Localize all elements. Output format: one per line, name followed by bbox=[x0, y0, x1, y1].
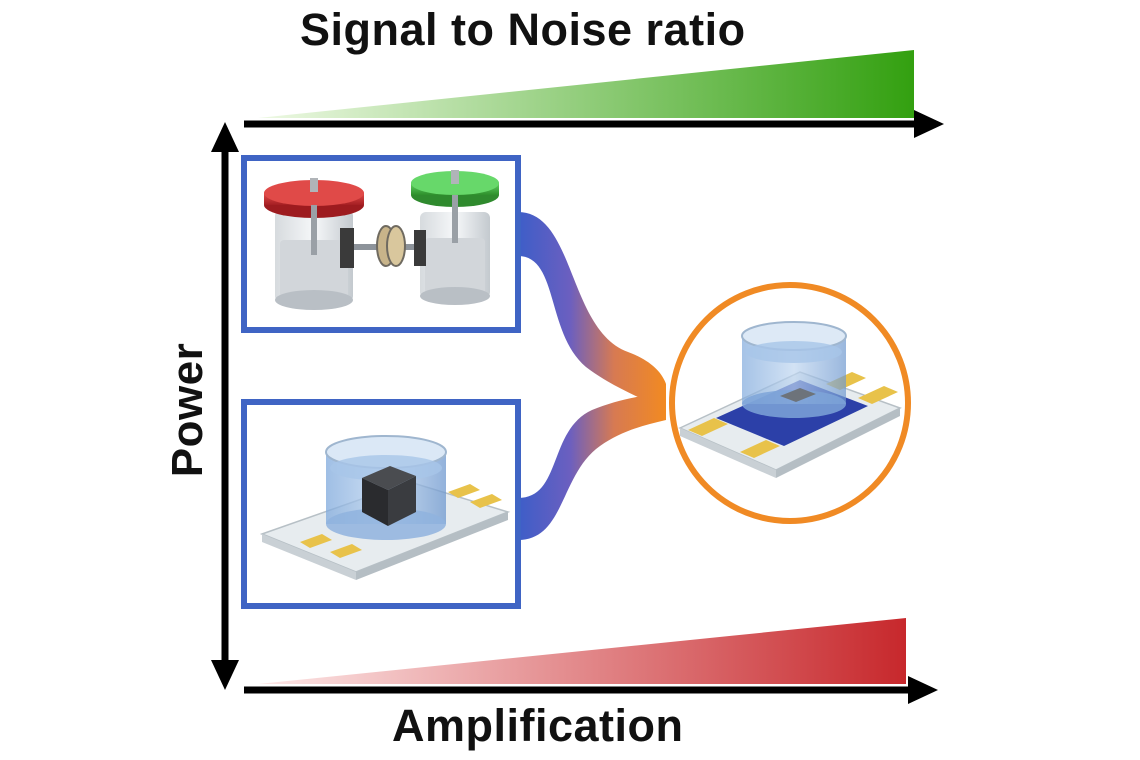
panel-two-chamber-device bbox=[241, 155, 521, 333]
snr-gradient-wedge bbox=[258, 50, 914, 118]
snr-arrow bbox=[244, 110, 944, 138]
amplification-label: Amplification bbox=[392, 700, 684, 751]
chip-with-reservoir-icon bbox=[259, 435, 511, 580]
power-label: Power bbox=[163, 342, 212, 478]
flow-band-bottom bbox=[518, 392, 666, 540]
amplification-arrow bbox=[244, 676, 938, 704]
amplification-gradient-wedge bbox=[258, 618, 906, 684]
flow-band-top bbox=[518, 212, 666, 410]
panel-single-chip-device bbox=[241, 399, 521, 609]
power-double-arrow bbox=[211, 122, 239, 690]
snr-label: Signal to Noise ratio bbox=[300, 4, 746, 55]
integrated-chip-icon bbox=[678, 321, 902, 478]
panel-integrated-device bbox=[669, 282, 911, 524]
dual-jar-cells-icon bbox=[264, 170, 499, 310]
